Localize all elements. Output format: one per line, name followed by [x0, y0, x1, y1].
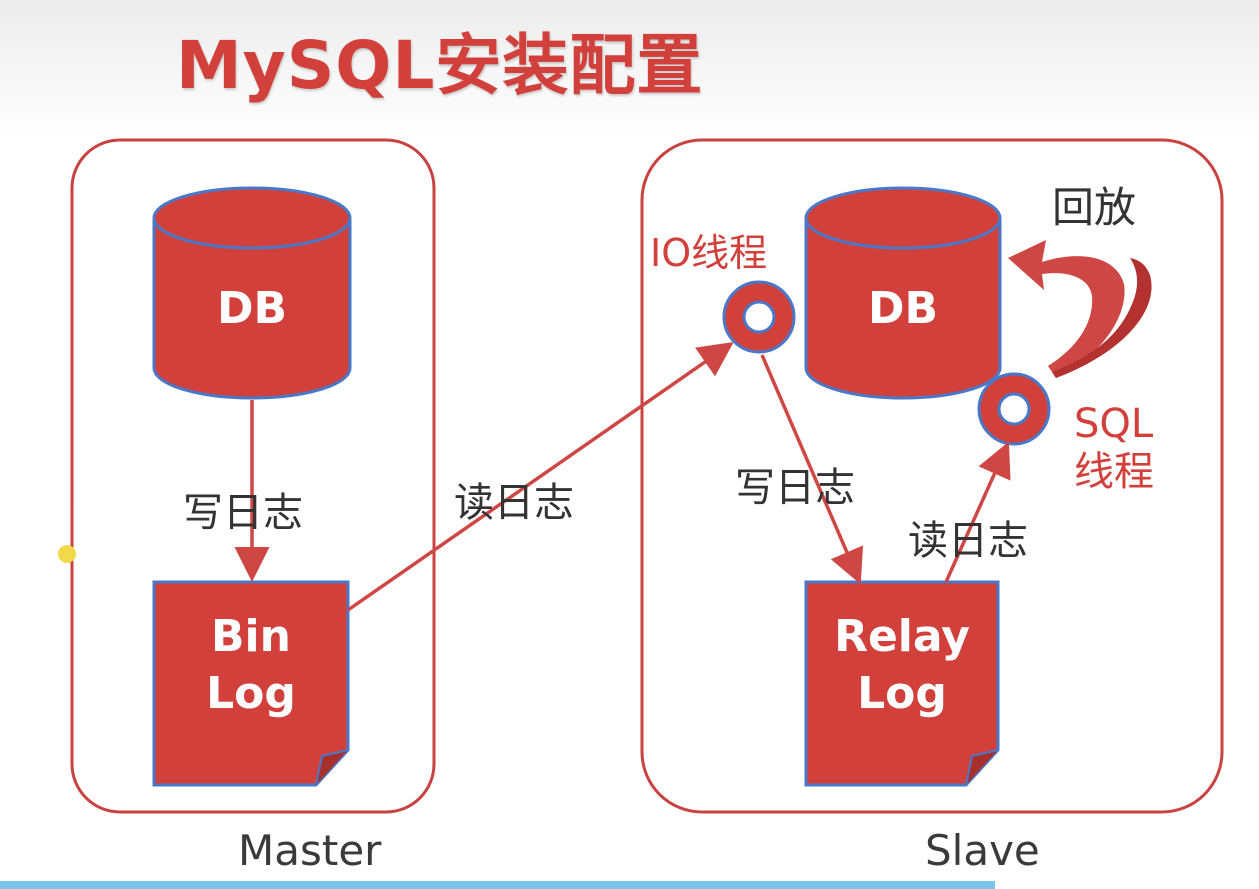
sql-thread-label-line2: 线程: [1074, 449, 1154, 495]
slave-write-log-label: 写日志: [735, 465, 855, 511]
relaylog-label-line1: Relay: [834, 611, 970, 662]
master-db-cylinder: [152, 186, 352, 400]
replay-label: 回放: [1052, 183, 1137, 232]
relaylog-label-line2: Log: [857, 668, 947, 720]
binlog-label: Bin Log: [154, 608, 348, 722]
slave-db-cylinder: [804, 186, 1002, 400]
read-log-arrow: [347, 342, 734, 612]
sql-thread-label: SQL 线程: [1074, 400, 1154, 496]
slave-read-arrow: [944, 441, 1011, 583]
slave-db-label: DB: [867, 283, 939, 334]
cursor-highlight-dot: [58, 545, 76, 563]
read-log-label: 读日志: [454, 480, 574, 526]
page-title: MySQL安装配置: [176, 27, 704, 104]
binlog-label-line1: Bin: [211, 611, 291, 662]
binlog-document: [152, 580, 350, 787]
binlog-label-line2: Log: [206, 668, 296, 720]
sql-thread-ring: [977, 372, 1051, 446]
io-thread-label: IO线程: [650, 231, 768, 275]
master-db-label: DB: [216, 283, 288, 334]
slave-caption: Slave: [925, 826, 1040, 875]
io-thread-ring: [722, 280, 796, 354]
master-caption: Master: [238, 826, 382, 875]
relaylog-document: [804, 580, 1000, 787]
bottom-progress-bar: [0, 881, 995, 889]
relaylog-label: Relay Log: [806, 608, 998, 722]
replay-curved-arrow: [1008, 240, 1152, 378]
master-write-log-label: 写日志: [183, 490, 303, 536]
slave-write-arrow: [760, 354, 864, 585]
slave-read-log-label: 读日志: [908, 518, 1028, 564]
sql-thread-label-line1: SQL: [1074, 401, 1154, 447]
